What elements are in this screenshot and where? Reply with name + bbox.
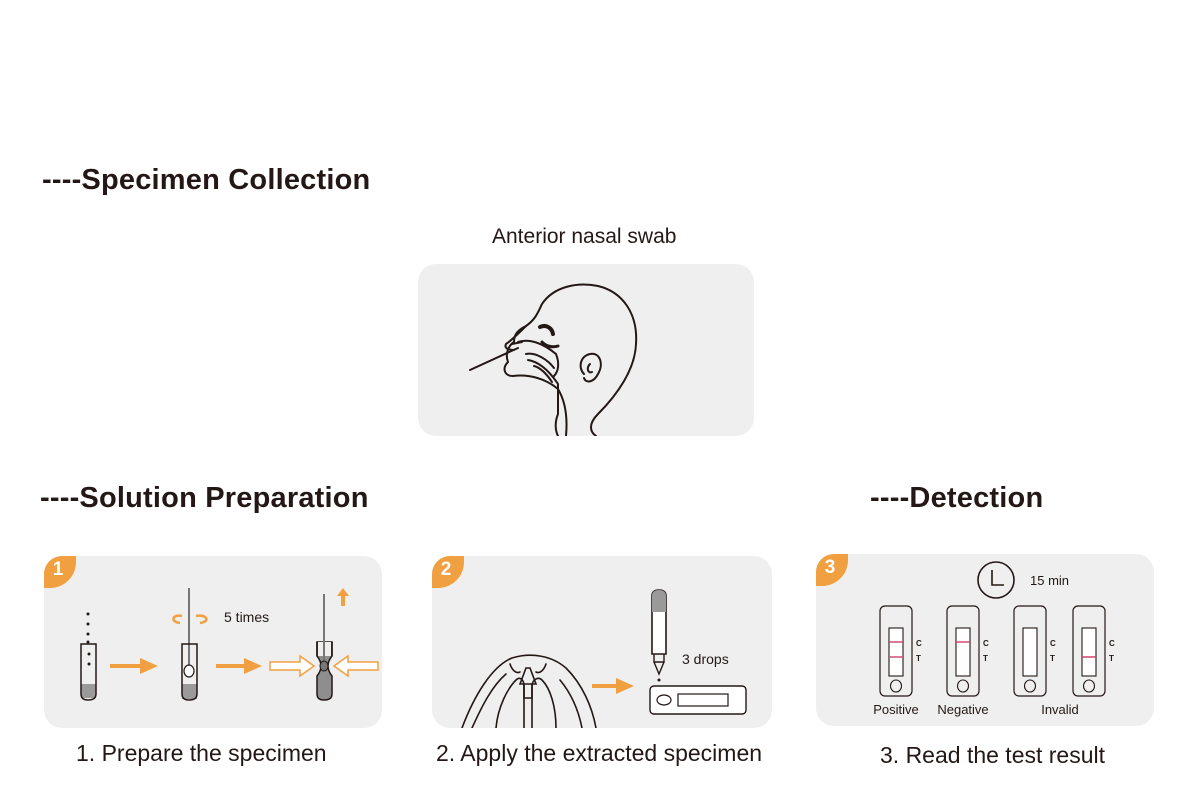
prepare-specimen-illustration-icon: 5 times bbox=[80, 588, 379, 701]
apply-specimen-illustration-icon: 3 drops bbox=[461, 589, 747, 728]
step-2-card: 3 drops 2 bbox=[432, 556, 772, 728]
anterior-nasal-swab-label: Anterior nasal swab bbox=[492, 225, 677, 248]
step-3-card: 15 min C T C T C T bbox=[816, 554, 1154, 726]
step-3-caption: 3. Read the test result bbox=[880, 742, 1106, 768]
step-1-caption: 1. Prepare the specimen bbox=[76, 740, 327, 766]
cassette-positive: C T bbox=[879, 605, 922, 697]
t-label: T bbox=[1050, 654, 1055, 663]
c-label: C bbox=[1050, 639, 1056, 648]
nasal-swab-illustration-icon bbox=[469, 283, 638, 436]
invalid-label: Invalid bbox=[1041, 702, 1079, 717]
step-1-card: 5 times 1 bbox=[44, 556, 382, 728]
cassette-invalid-2: C T bbox=[1072, 605, 1115, 697]
c-label: C bbox=[1109, 639, 1115, 648]
fifteen-min-label: 15 min bbox=[1030, 573, 1069, 588]
step-2-caption: 2. Apply the extracted specimen bbox=[436, 740, 763, 766]
cassette-negative: C T bbox=[946, 605, 989, 697]
five-times-label: 5 times bbox=[224, 609, 269, 625]
positive-label: Positive bbox=[873, 702, 919, 717]
t-label: T bbox=[1109, 654, 1114, 663]
c-label: C bbox=[916, 639, 922, 648]
negative-label: Negative bbox=[937, 702, 988, 717]
read-result-illustration-icon: 15 min C T C T C T bbox=[873, 561, 1115, 717]
three-drops-label: 3 drops bbox=[682, 651, 729, 667]
solution-preparation-heading: ----Solution Preparation bbox=[40, 482, 369, 514]
t-label: T bbox=[916, 654, 921, 663]
nasal-swab-card bbox=[418, 264, 754, 436]
detection-heading: ----Detection bbox=[870, 482, 1044, 514]
specimen-collection-heading: ----Specimen Collection bbox=[42, 164, 371, 196]
c-label: C bbox=[983, 639, 989, 648]
cassette-invalid-1: C T bbox=[1013, 605, 1056, 697]
clock-icon bbox=[977, 561, 1015, 599]
t-label: T bbox=[983, 654, 988, 663]
